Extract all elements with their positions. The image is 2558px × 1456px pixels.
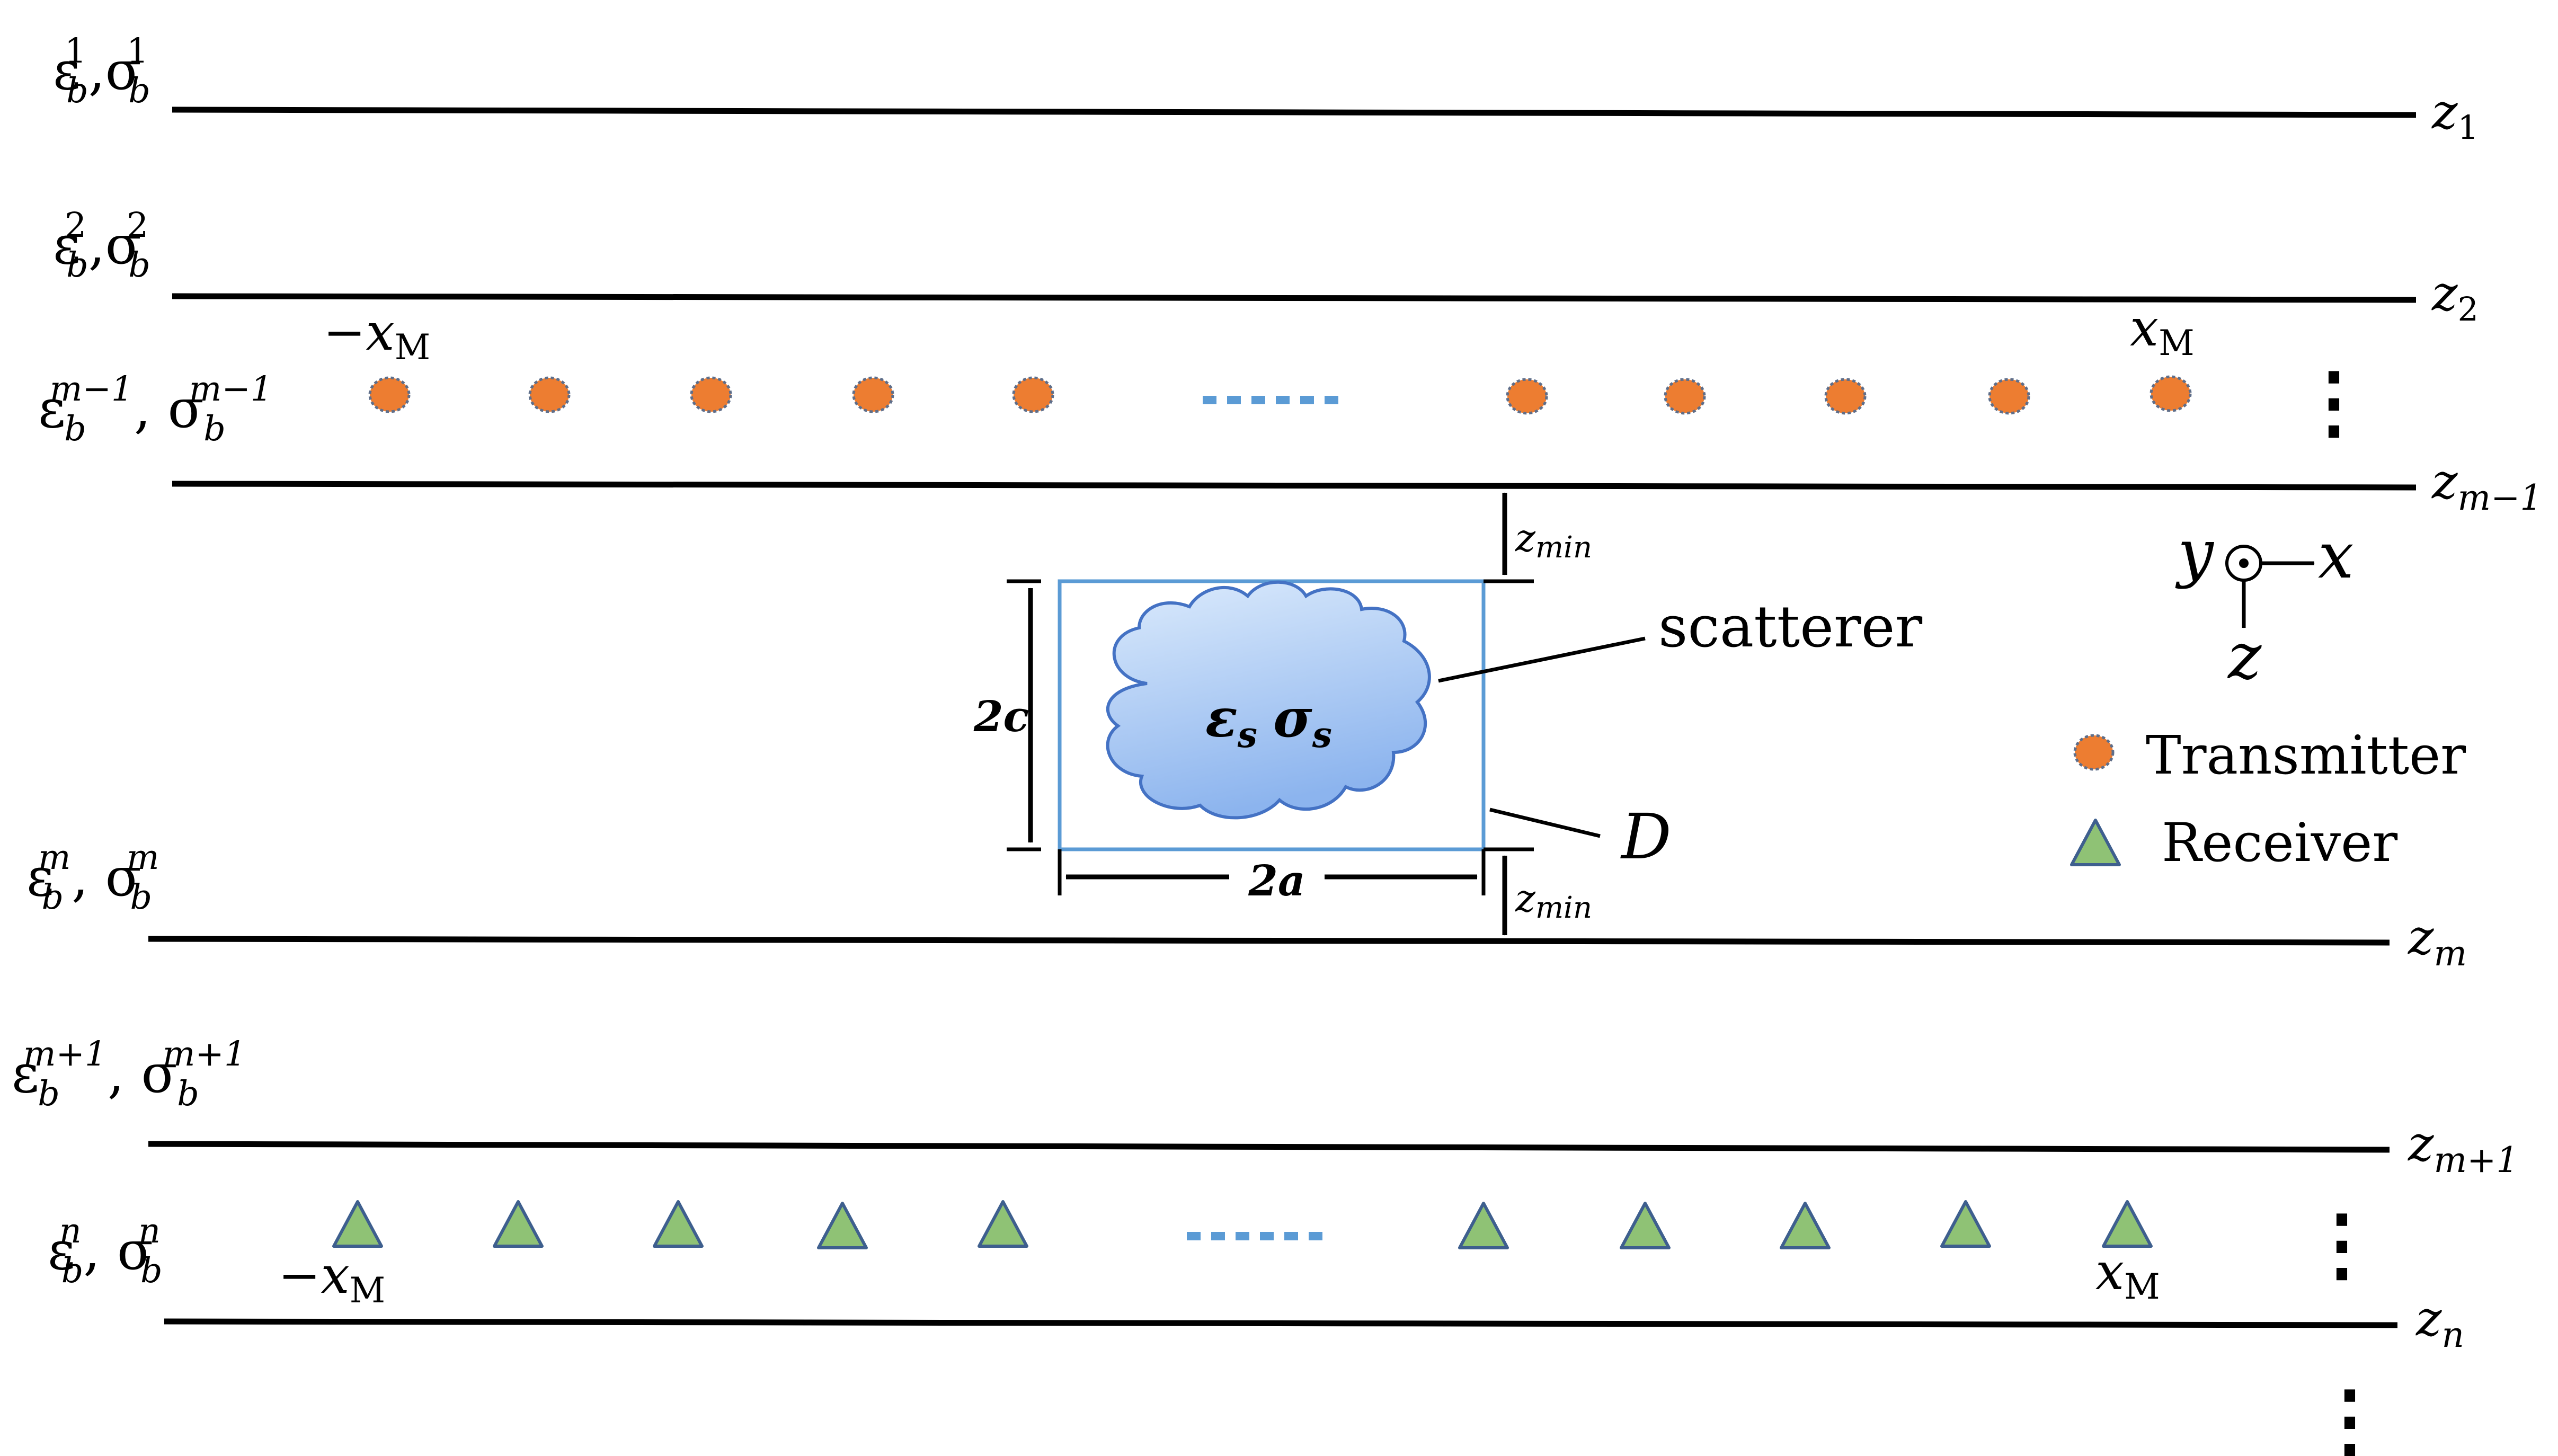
zmin-bottom-label: zmin: [1515, 876, 1592, 925]
legend-transmitter-symbol: [2073, 734, 2115, 771]
width-label: 2a: [1248, 856, 1305, 905]
boundary-line-zn: [164, 1318, 2398, 1328]
domain-callout-arrow: [1489, 807, 1601, 838]
transmitter-6: [1506, 378, 1548, 415]
scatterer-cloud: [1106, 580, 1431, 820]
domain-label: D: [1620, 800, 1672, 873]
transmitter-5: [1012, 376, 1054, 413]
transmitter-2: [528, 376, 571, 413]
receiver-array: [332, 1200, 2153, 1249]
receiver-10: [2102, 1200, 2153, 1248]
legend-receiver-symbol: [2070, 819, 2121, 866]
boundary-line-zm+1: [148, 1141, 2390, 1153]
receiver-6: [1458, 1202, 1509, 1249]
vertical-ellipsis-tx: ⋮: [2294, 355, 2374, 448]
receiver-2: [493, 1200, 544, 1248]
boundary-line-z2: [172, 293, 2417, 303]
scatterer-callout-arrow: [1438, 636, 1646, 683]
transmitter-4: [852, 376, 894, 413]
receiver-4: [817, 1202, 868, 1249]
boundary-line-z1: [172, 106, 2417, 118]
legend: Transmitter Receiver: [2070, 724, 2466, 874]
layer-boundaries: [148, 106, 2417, 1328]
x-axis-label: x: [2318, 519, 2354, 593]
coordinate-axes: y x z: [2175, 517, 2354, 694]
transmitter-array: [368, 375, 2192, 415]
transmitter-9: [1988, 378, 2030, 415]
height-label: 2c: [973, 691, 1029, 741]
z-axis-label: z: [2227, 620, 2262, 694]
receiver-9: [1940, 1200, 1991, 1248]
tx-right-end-label: xM: [2130, 298, 2195, 363]
transmitter-8: [1824, 378, 1867, 415]
receiver-3: [653, 1200, 704, 1248]
transmitter-7: [1664, 378, 1706, 415]
receiver-8: [1780, 1202, 1831, 1249]
zmin-top-label: zmin: [1515, 516, 1592, 565]
y-axis-dot: [2239, 558, 2249, 568]
scatterer-label: scatterer: [1658, 594, 1923, 660]
transmitter-1: [368, 376, 411, 413]
rx-left-end-label: −xM: [278, 1246, 385, 1311]
boundary-label-zm+1: zm+1: [2408, 1115, 2518, 1180]
transmitter-10: [2150, 375, 2192, 412]
receiver-5: [978, 1200, 1028, 1248]
tx-left-end-label: −xM: [323, 303, 430, 368]
boundary-label-zm-1: zm−1: [2431, 453, 2542, 518]
legend-receiver-label: Receiver: [2162, 812, 2397, 874]
boundary-line-zm-1: [172, 481, 2417, 491]
vertical-ellipsis-bottom: ⋮: [2310, 1373, 2390, 1456]
receiver-1: [332, 1200, 383, 1248]
boundary-label-zm: zm: [2408, 909, 2467, 974]
boundary-line-zm: [148, 936, 2390, 946]
boundary-label-z1: z1: [2431, 83, 2479, 147]
vertical-ellipsis-rx: ⋮: [2302, 1197, 2382, 1291]
transmitter-3: [690, 376, 732, 413]
y-axis-label: y: [2175, 517, 2215, 590]
boundary-label-zn: zn: [2415, 1290, 2464, 1355]
receiver-7: [1620, 1202, 1671, 1249]
legend-transmitter-label: Transmitter: [2146, 724, 2466, 786]
boundary-labels: z1 z2 zm−1 zm zm+1 zn: [2408, 83, 2542, 1355]
boundary-label-z2: z2: [2431, 265, 2479, 329]
rx-right-end-label: xM: [2095, 1242, 2160, 1307]
